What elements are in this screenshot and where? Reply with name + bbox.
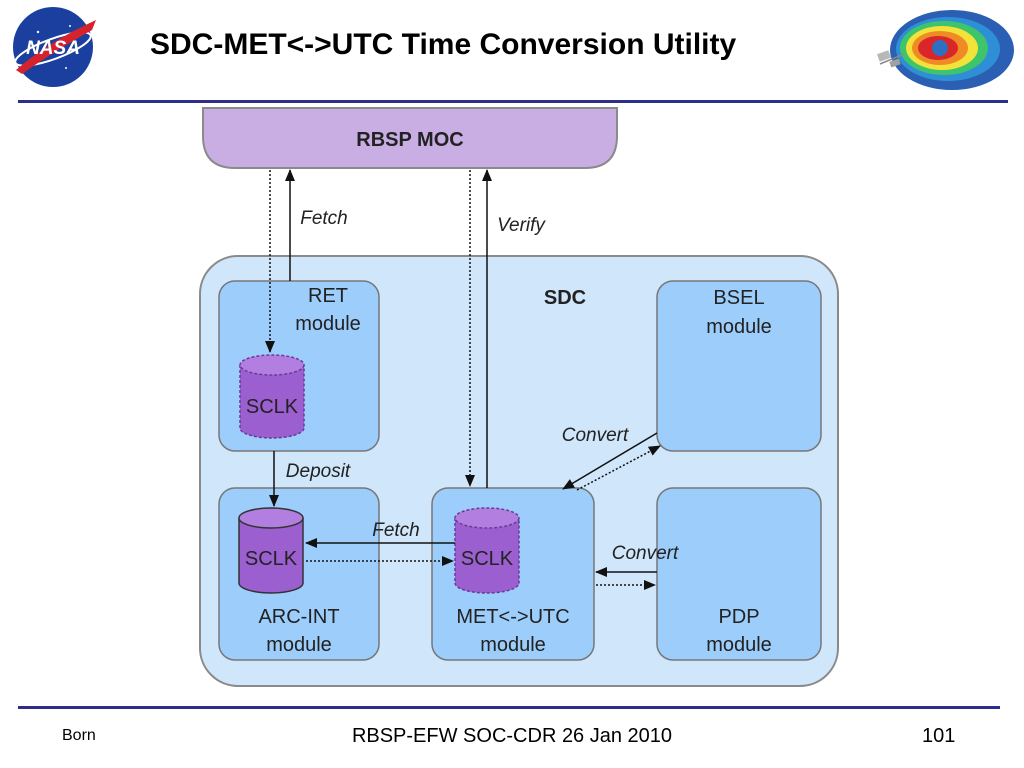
convert-pdp-label: Convert <box>612 543 679 564</box>
footer-rule <box>18 706 1000 709</box>
slide-title: SDC-MET<->UTC Time Conversion Utility <box>150 28 737 61</box>
title-rule <box>18 100 1008 103</box>
arc-sclk-store: SCLK <box>238 507 304 594</box>
fetch-top-label: Fetch <box>300 208 348 229</box>
bsel-module-name: BSEL <box>713 287 764 309</box>
pdp-module-name: PDP <box>718 606 759 628</box>
sdc-label: SDC <box>544 287 586 309</box>
bsel-module-suffix: module <box>706 316 772 338</box>
ret-module-suffix: module <box>295 313 361 335</box>
footer-author: Born <box>62 727 96 744</box>
fetch-mid-label: Fetch <box>372 520 420 541</box>
met-utc-module-suffix: module <box>480 634 546 656</box>
ret-sclk-store: SCLK <box>239 354 305 439</box>
rbsp-moc-box <box>202 107 618 169</box>
footer-event: RBSP-EFW SOC-CDR 26 Jan 2010 <box>351 725 673 747</box>
page-number: 101 <box>922 725 956 747</box>
bsel-module <box>656 280 822 452</box>
nasa-logo-text: NASA <box>26 38 80 59</box>
met-sclk-store: SCLK <box>454 507 520 594</box>
deposit-label: Deposit <box>286 461 351 482</box>
arc-int-module-name: ARC-INT <box>258 606 339 628</box>
arc-sclk-label: SCLK <box>245 548 298 570</box>
met-sclk-label: SCLK <box>461 548 514 570</box>
pdp-module-suffix: module <box>706 634 772 656</box>
pdp-module <box>656 487 822 661</box>
rbsp-moc-label: RBSP MOC <box>356 129 463 151</box>
arc-int-module-suffix: module <box>266 634 332 656</box>
convert-bsel-label: Convert <box>562 425 629 446</box>
sdc-flow-diagram: RBSP MOC SDC RET module BSEL module ARC-… <box>199 107 839 687</box>
verify-label: Verify <box>497 215 546 236</box>
rbsp-mission-logo <box>876 10 1014 90</box>
ret-module-name: RET <box>308 285 348 307</box>
ret-sclk-label: SCLK <box>246 396 299 418</box>
nasa-logo: NASA <box>13 7 96 87</box>
convert-bsel-arrow-in <box>562 432 658 490</box>
met-utc-module-name: MET<->UTC <box>456 606 569 628</box>
